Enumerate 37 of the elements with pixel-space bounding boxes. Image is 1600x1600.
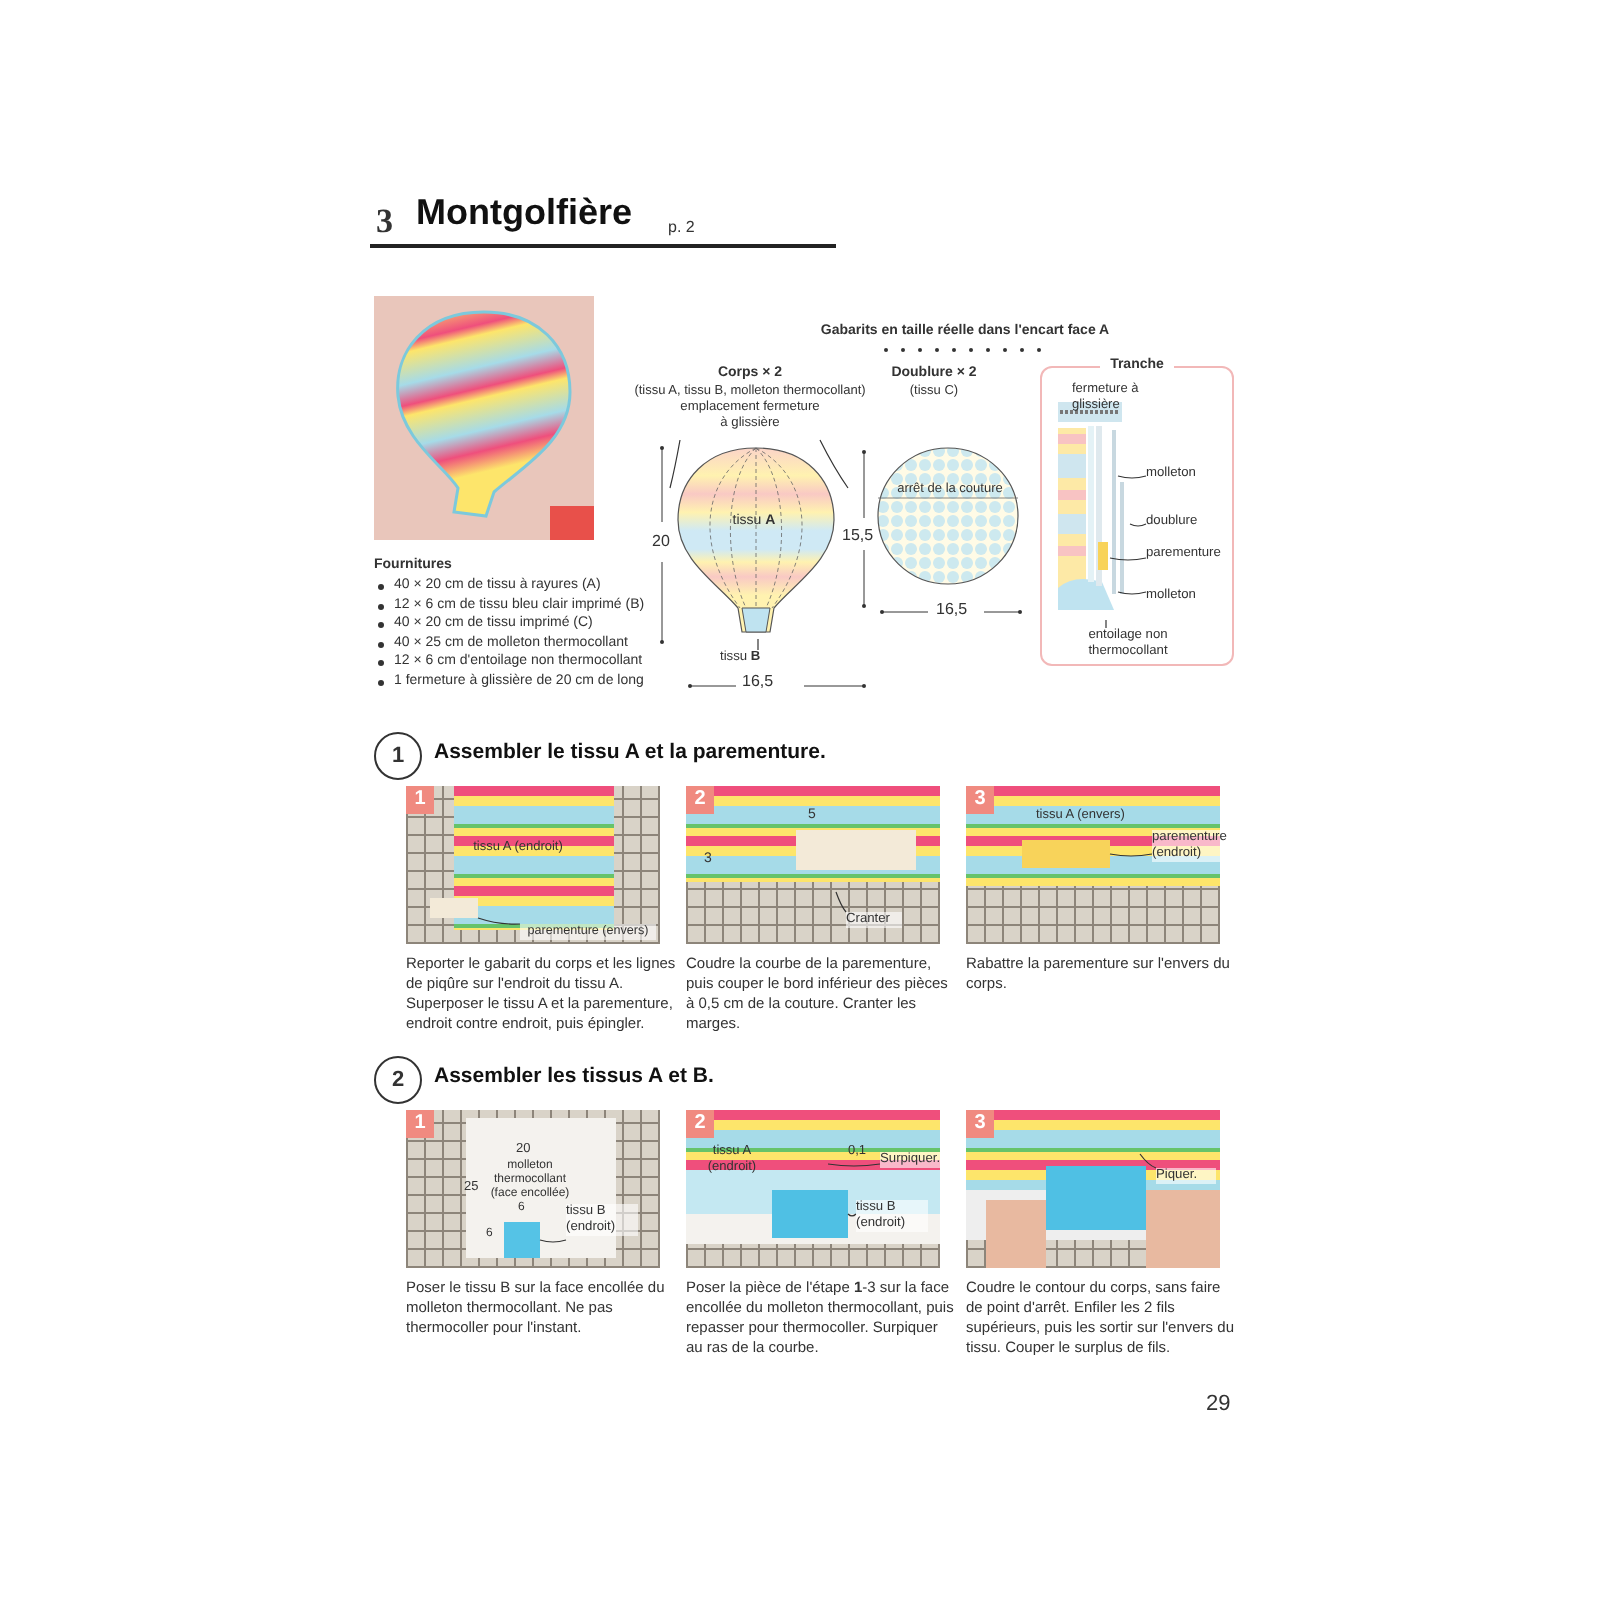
page-title: Montgolfière <box>416 192 632 234</box>
fabric-piece <box>430 898 478 918</box>
leader-line <box>1117 475 1147 479</box>
chapter-number: 3 <box>376 202 393 243</box>
leader-line <box>1109 557 1147 561</box>
step-number: 1 <box>374 732 422 780</box>
photo-badge: 1 <box>406 1110 434 1138</box>
leader-line <box>1139 1153 1157 1169</box>
dimension-value: 16,5 <box>742 672 774 692</box>
fabric-piece <box>1022 840 1110 868</box>
dimension-value: 15,5 <box>842 526 874 546</box>
leader-line <box>1129 523 1147 527</box>
page-reference: p. 2 <box>668 218 695 238</box>
leader-line <box>1109 853 1153 857</box>
leader-line <box>1117 591 1147 595</box>
dimension-value: 16,5 <box>936 600 968 620</box>
leader-line <box>757 638 759 651</box>
photo-badge: 1 <box>406 786 434 814</box>
leader-line <box>1105 619 1107 629</box>
leader-line <box>819 439 849 489</box>
leader-line <box>847 1213 857 1217</box>
step-heading: Assembler le tissu A et la parementure. <box>434 740 826 764</box>
leader-line <box>539 1239 567 1243</box>
photo-badge: 2 <box>686 786 714 814</box>
photo-badge: 3 <box>966 786 994 814</box>
photo-badge: 2 <box>686 1110 714 1138</box>
step-number: 2 <box>374 1056 422 1104</box>
step-heading: Assembler les tissus A et B. <box>434 1064 714 1088</box>
fabric-piece <box>772 1190 848 1238</box>
photo-badge: 3 <box>966 1110 994 1138</box>
leader-line <box>835 891 847 913</box>
leader-line <box>477 917 521 925</box>
leader-line <box>827 1163 881 1167</box>
dimension-value: 20 <box>652 532 670 552</box>
fabric-piece <box>504 1222 540 1258</box>
page-number: 29 <box>1206 1392 1231 1419</box>
leader-line <box>669 439 681 489</box>
